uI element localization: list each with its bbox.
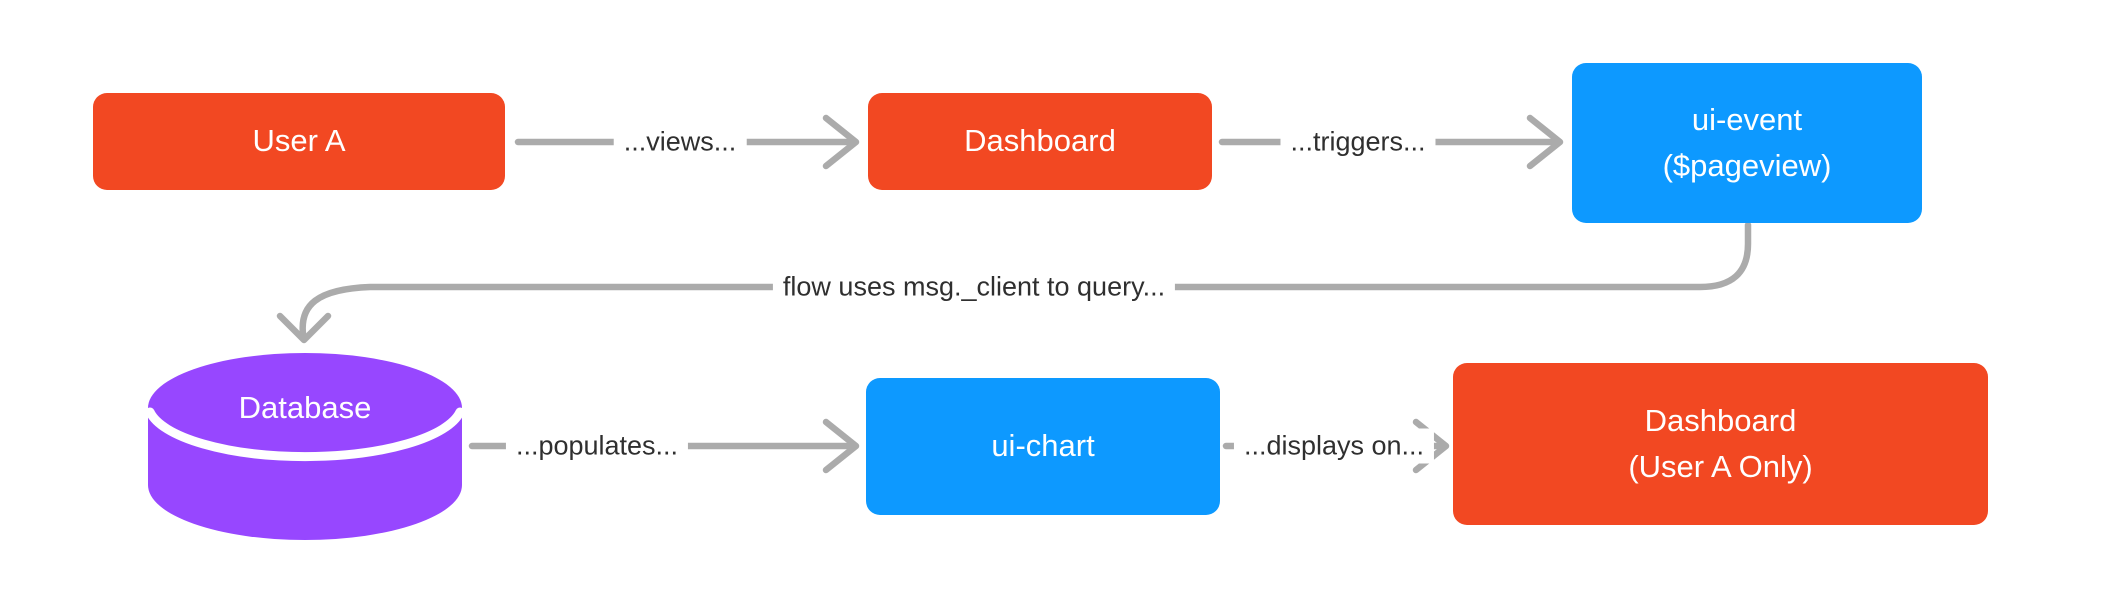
- edge-label-views: ...views...: [613, 124, 747, 160]
- node-dashboard-user-a-only-label-line2: (User A Only): [1628, 449, 1813, 484]
- edge-label-displays-on: ...displays on...: [1233, 428, 1435, 464]
- connector-views-arrowhead-icon: [822, 114, 860, 170]
- node-ui-event[interactable]: ui-event ($pageview): [1572, 63, 1922, 223]
- edge-label-query: flow uses msg._client to query...: [772, 269, 1176, 305]
- connector-populates-arrowhead-icon: [822, 418, 860, 474]
- connector-triggers-arrowhead-icon: [1526, 114, 1564, 170]
- node-dashboard-user-a-only-label-line1: Dashboard: [1644, 402, 1797, 438]
- node-ui-chart[interactable]: ui-chart: [866, 378, 1220, 515]
- edge-label-populates: ...populates...: [505, 428, 689, 464]
- node-user-a-label: User A: [252, 123, 346, 159]
- node-dashboard-label: Dashboard: [964, 123, 1116, 159]
- node-ui-event-label-line1: ui-event: [1691, 101, 1803, 137]
- database-cylinder-shape: [148, 353, 462, 540]
- node-ui-chart-label: ui-chart: [991, 428, 1095, 464]
- node-ui-event-label-line2: ($pageview): [1662, 148, 1832, 183]
- node-database[interactable]: Database: [148, 353, 462, 463]
- node-database-label: Database: [238, 389, 372, 425]
- connector-query-arrowhead-icon: [276, 312, 332, 344]
- node-user-a[interactable]: User A: [93, 93, 505, 190]
- node-dashboard-user-a-only[interactable]: Dashboard (User A Only): [1453, 363, 1988, 525]
- edge-label-triggers: ...triggers...: [1280, 124, 1436, 160]
- database-cylinder-split-line: [145, 407, 465, 462]
- node-dashboard[interactable]: Dashboard: [868, 93, 1212, 190]
